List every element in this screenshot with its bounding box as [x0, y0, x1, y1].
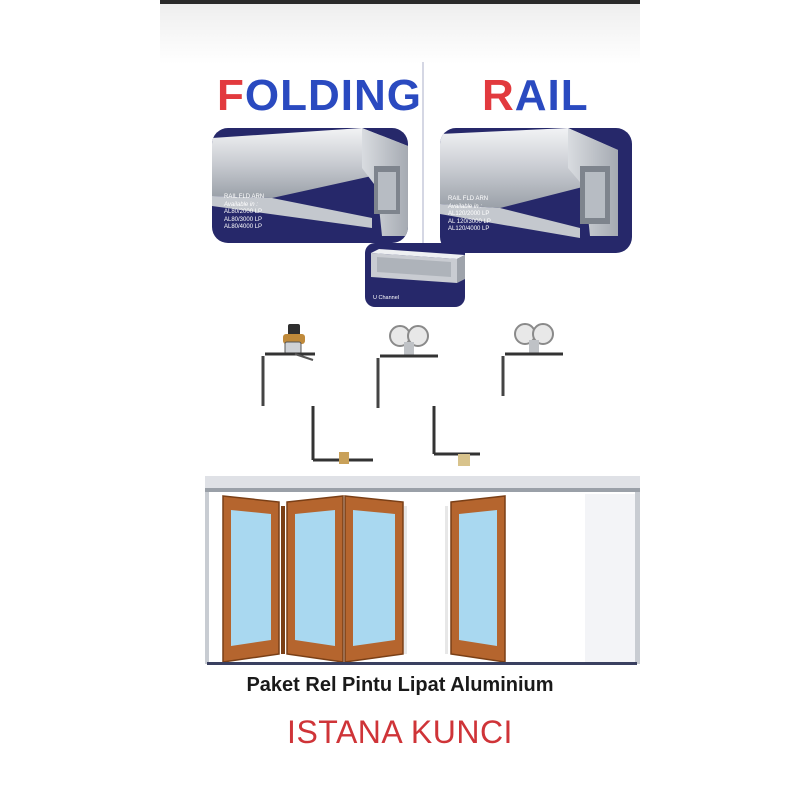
roller-hanger-1-image — [376, 325, 438, 408]
top-pivot-hanger-image — [261, 324, 315, 406]
bottom-guide-2-image — [432, 406, 480, 466]
product-image: FOLDING RAIL RAIL FLD — [160, 0, 640, 800]
rail-profile-left-image — [212, 128, 408, 236]
door-panel-4 — [450, 495, 506, 663]
door-panel-2 — [286, 495, 344, 663]
rail-panel-right: RAIL FLD ARN Available in : AL120/2000 L… — [440, 128, 632, 253]
rail-panel-left: RAIL FLD ARN Available in : AL80/2000 LP… — [212, 128, 408, 243]
roller-hanger-2-image — [501, 323, 563, 396]
title-word-rail: RAIL — [482, 71, 589, 120]
title-divider — [422, 62, 424, 272]
u-channel-panel: U Channel — [365, 243, 465, 307]
brand-name: ISTANA KUNCI — [287, 714, 513, 750]
title-word-folding: FOLDING — [217, 71, 422, 120]
bottom-guide-1-image — [311, 406, 373, 464]
folding-door-illustration — [205, 476, 640, 664]
top-edge-strip — [160, 0, 640, 4]
floor-line — [207, 662, 637, 665]
rail-spec-left: RAIL FLD ARN Available in : AL80/2000 LP… — [224, 194, 265, 230]
right-margin — [640, 0, 800, 800]
door-panel-3 — [344, 495, 404, 663]
top-fade — [160, 4, 640, 64]
product-caption: Paket Rel Pintu Lipat Aluminium — [246, 674, 554, 696]
rail-spec-right: RAIL FLD ARN Available in : AL120/2000 L… — [448, 196, 491, 232]
product-title: FOLDING RAIL — [160, 68, 640, 128]
door-panel-1 — [222, 495, 280, 663]
left-margin — [0, 0, 160, 800]
u-channel-image — [371, 249, 465, 283]
rail-profile-right-image — [440, 128, 618, 238]
